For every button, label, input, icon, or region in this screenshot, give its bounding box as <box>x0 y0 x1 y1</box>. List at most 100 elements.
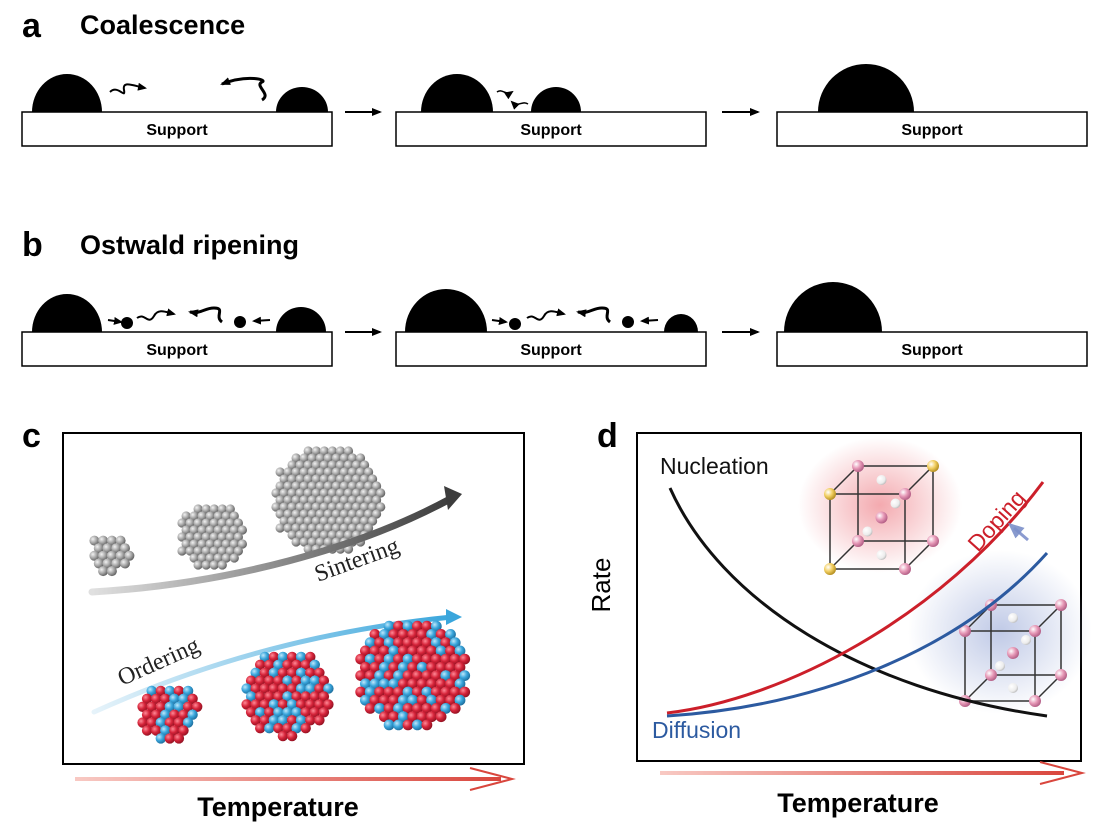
lattice-atom <box>1055 669 1067 681</box>
lattice-atom <box>852 535 864 547</box>
alloy-atom <box>393 686 404 698</box>
alloy-atom <box>295 683 307 694</box>
alloy-atom <box>286 667 298 678</box>
alloy-atom <box>440 703 452 714</box>
alloy-atom <box>379 678 390 690</box>
alloy-atom <box>141 725 153 736</box>
alloy-atom <box>273 723 284 734</box>
lattice-edge <box>1034 674 1062 702</box>
gray-atom <box>339 481 349 491</box>
gray-atom <box>271 502 281 512</box>
gray-atom <box>181 525 191 535</box>
gray-atom <box>193 532 203 542</box>
alloy-atom <box>360 678 371 690</box>
lattice-atom <box>899 488 911 500</box>
alloy-atom <box>374 653 385 665</box>
alloy-atom <box>277 699 289 710</box>
alloy-atom <box>369 678 381 690</box>
gray-atom <box>319 446 329 456</box>
alloy-atom <box>282 675 293 686</box>
alloy-atom <box>318 707 330 718</box>
alloy-atom <box>360 661 371 673</box>
lattice-atom <box>1029 695 1041 707</box>
ostwald-stage-1: Support <box>21 294 333 367</box>
gray-atom <box>315 495 325 505</box>
alloy-atom <box>454 694 466 706</box>
alloy-atom <box>250 699 261 710</box>
coalescence-stage-3: Support <box>776 64 1088 147</box>
doping-glow <box>798 437 962 573</box>
alloy-atom <box>355 653 367 665</box>
alloy-atom <box>314 667 325 678</box>
alloy-atom <box>305 651 316 663</box>
gray-atom <box>106 566 117 577</box>
small-particle <box>276 87 328 112</box>
alloy-atom <box>178 725 189 736</box>
gray-atom <box>201 518 211 528</box>
alloy-atom <box>264 723 275 734</box>
alloy-atom <box>268 667 280 678</box>
gray-atom <box>323 495 333 505</box>
alloy-atom <box>407 661 419 673</box>
gray-atom <box>89 550 100 561</box>
gray-atom <box>189 553 199 563</box>
alloy-atom <box>314 715 325 726</box>
gray-atom <box>98 566 109 577</box>
gray-atom <box>287 502 297 512</box>
alloy-atom <box>277 651 289 663</box>
alloy-atom <box>440 670 452 681</box>
gray-atom <box>221 553 231 563</box>
lattice-atom <box>824 563 836 575</box>
alloy-atom <box>369 645 381 657</box>
alloy-atom <box>379 645 390 657</box>
lattice-edge <box>829 540 859 570</box>
alloy-atom <box>182 717 194 728</box>
alloy-atom <box>454 678 466 690</box>
alloy-atom <box>445 678 456 690</box>
alloy-atom <box>259 667 270 678</box>
gray-atom <box>319 460 329 470</box>
alloy-atom <box>426 661 437 673</box>
gray-atom <box>319 474 329 484</box>
alloy-atom <box>374 686 385 698</box>
alloy-atom <box>393 637 404 649</box>
alloy-atom <box>295 667 307 678</box>
alloy-atom <box>374 670 385 681</box>
support-bar <box>776 111 1088 147</box>
alloy-atom <box>295 699 307 710</box>
alloy-atom <box>173 733 185 744</box>
alloy-atom <box>412 653 423 665</box>
alloy-atom <box>309 675 320 686</box>
alloy-atom <box>379 629 390 640</box>
gray-atom <box>205 553 215 563</box>
panel-a-title: Coalescence <box>80 10 245 40</box>
alloy-atom <box>286 730 298 742</box>
gray-atom <box>197 511 207 521</box>
alloy-atom <box>374 703 385 714</box>
adatom <box>121 317 133 329</box>
gray-atom <box>299 509 309 519</box>
gray-atom <box>311 488 321 498</box>
alloy-atom <box>402 686 414 698</box>
alloy-atom <box>435 645 447 657</box>
gray-atom <box>283 509 293 519</box>
alloy-atom <box>430 703 442 714</box>
support-label: Support <box>146 342 208 359</box>
gray-atom <box>233 546 243 556</box>
coalescence-stage-1: Support <box>21 74 333 147</box>
gray-atom <box>295 488 305 498</box>
alloy-atom <box>141 693 153 704</box>
alloy-atom <box>273 691 284 702</box>
alloy-atom <box>435 661 447 673</box>
gray-atom <box>209 560 219 570</box>
adatom <box>622 316 634 328</box>
alloy-atom <box>146 717 157 728</box>
lattice-atom <box>875 511 888 524</box>
alloy-atom <box>430 637 442 649</box>
gray-atom <box>295 460 305 470</box>
gray-atom <box>106 550 117 561</box>
lattice-atom <box>862 526 873 537</box>
gray-atom <box>291 495 301 505</box>
support-bar <box>21 331 333 367</box>
